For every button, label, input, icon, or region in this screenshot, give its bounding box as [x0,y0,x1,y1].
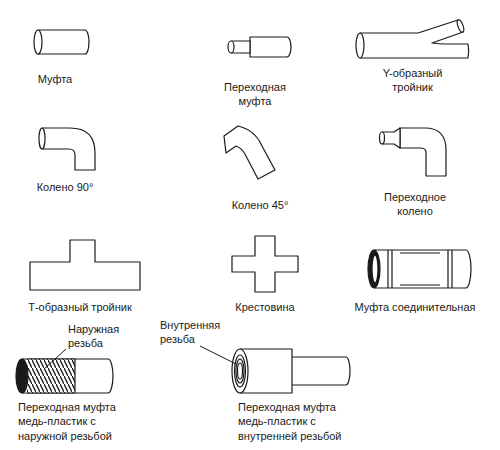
male-thread-hatching [27,359,75,393]
male-adapter-end [16,359,28,393]
leader-line [44,349,66,369]
male-adapter-body [22,359,113,393]
part-caption: Y-образный тройник [365,66,460,95]
part-caption: Муфта [25,72,85,86]
reducer-end [228,41,234,53]
part-caption: Переходная муфта [215,80,295,109]
female-thread-ring [236,359,244,383]
t-tee-drawing [30,240,140,290]
reducing-elbow-end [380,132,385,144]
cross-drawing [232,236,298,292]
union-bore [372,255,378,283]
union-coupling-drawing [368,250,471,288]
union-rings [388,250,452,288]
union-body [374,250,471,288]
elbow-90-body [42,128,95,170]
male-thread-outline [27,359,75,393]
coupling-body [38,30,89,54]
part-caption: Колено 90° [25,180,105,194]
part-caption: Переходное колено [370,190,460,219]
reducer-drawing [228,37,291,57]
male-thread-adapter-drawing [16,359,113,393]
female-thread-adapter-drawing [232,349,350,393]
coupling-end [34,30,42,54]
elbow-90-drawing [39,128,95,170]
elbow-45-body [224,126,275,179]
y-tee-branch-end [456,19,465,33]
union-end [368,250,380,288]
y-tee-end [356,33,364,58]
leader-line [200,346,236,364]
part-caption: Т-образный тройник [10,300,150,314]
reducer-wide-body [250,37,291,57]
callout-label: Внутренняя резьба [160,318,235,347]
part-caption: Муфта соединительная [340,300,490,314]
elbow-45-drawing [224,126,275,179]
part-caption: Переходная муфта медь-пластик с внутренн… [238,400,363,443]
female-thread-ring [238,363,243,379]
elbow-90-end [39,128,45,149]
y-tee-body [360,20,469,58]
part-caption: Крестовина [215,300,315,314]
female-thread-ring [235,355,246,387]
reducing-elbow-drawing [380,128,447,176]
coupling-drawing [34,30,89,54]
female-adapter-pipe [290,357,350,385]
female-adapter-end [232,349,248,393]
part-caption: Переходная муфта медь-пластик с наружной… [18,400,138,443]
reducing-elbow-body [400,128,446,176]
part-caption: Колено 45° [215,198,305,212]
y-tee-drawing [356,19,469,58]
callout-label: Наружная резьба [68,322,138,351]
